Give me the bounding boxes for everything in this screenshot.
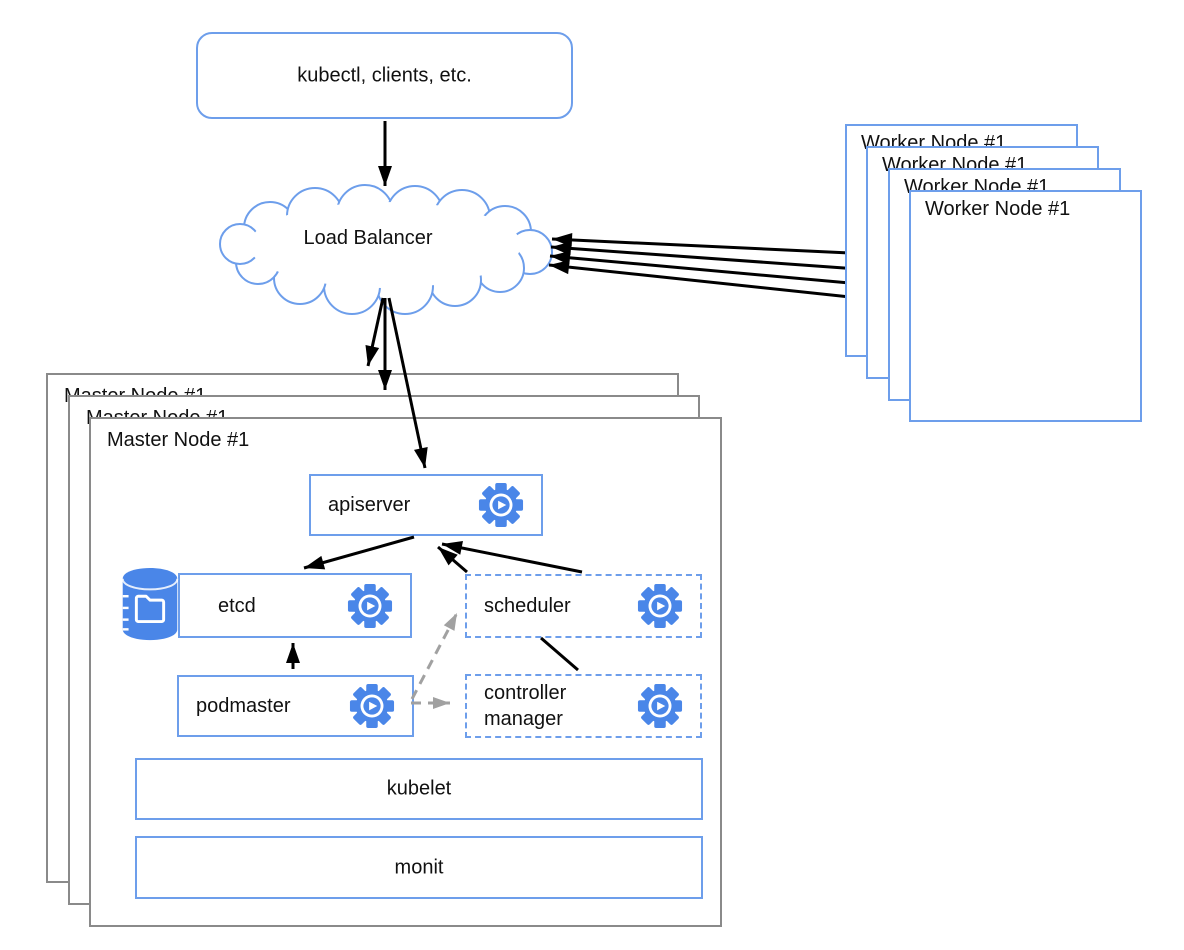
scheduler-label: scheduler: [484, 595, 571, 617]
controller-manager-box: controller manager: [465, 674, 702, 738]
arrow-lb-to-master3: [365, 297, 385, 367]
etcd-label: etcd: [218, 594, 256, 617]
podmaster-label: podmaster: [196, 695, 291, 717]
folder-icon: [134, 594, 166, 624]
gear-play-icon: [637, 583, 683, 629]
kubelet-box: kubelet: [135, 758, 703, 820]
etcd-box: etcd: [178, 573, 412, 638]
database-cylinder-icon: [121, 567, 179, 641]
apiserver-label: apiserver: [328, 494, 411, 516]
worker-node-box-4: Worker Node #1: [909, 190, 1142, 422]
gear-play-icon: [637, 683, 683, 729]
clients-box-label: kubectl, clients, etc.: [297, 64, 472, 86]
monit-box: monit: [135, 836, 703, 899]
clients-box: kubectl, clients, etc.: [196, 32, 573, 119]
gear-play-icon: [478, 482, 524, 528]
master-node-label: Master Node #1: [107, 429, 250, 451]
kubelet-label: kubelet: [386, 777, 452, 800]
podmaster-box: podmaster: [177, 675, 414, 737]
master-node-box-1: Master Node #1 apiserver etcd: [89, 417, 722, 927]
controller-manager-label: controller manager: [484, 682, 567, 730]
apiserver-box: apiserver: [309, 474, 543, 536]
monit-label: monit: [394, 856, 444, 878]
gear-play-icon: [347, 583, 393, 628]
worker-node-label: Worker Node #1: [925, 198, 1071, 220]
gear-play-icon: [349, 683, 395, 729]
scheduler-box: scheduler: [465, 574, 702, 638]
load-balancer-label: Load Balancer: [303, 227, 433, 249]
